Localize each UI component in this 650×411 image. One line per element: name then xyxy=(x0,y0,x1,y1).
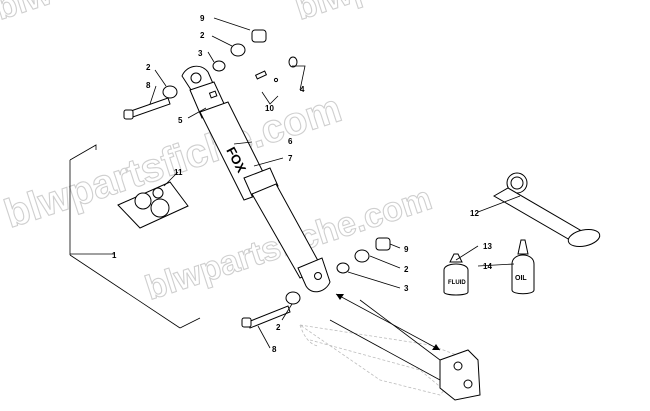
callout-8-top: 8 xyxy=(146,81,151,90)
valve-core xyxy=(254,70,268,80)
spacer-2-top xyxy=(230,43,246,57)
watermark-line-4: blw xyxy=(0,0,57,28)
shock-bottom-eyelet xyxy=(297,257,331,293)
kit-bracket xyxy=(69,144,201,329)
callout-10: 10 xyxy=(265,104,274,113)
svg-text:1: 1 xyxy=(112,251,117,260)
svg-text:9: 9 xyxy=(200,14,205,23)
bolt-8-top xyxy=(127,97,171,119)
svg-text:5: 5 xyxy=(178,116,183,125)
watermark-line-2: blwpartsfiche.com xyxy=(0,86,347,236)
svg-text:6: 6 xyxy=(288,137,293,146)
callout-4: 4 xyxy=(300,85,305,94)
svg-text:9: 9 xyxy=(404,245,409,254)
callout-7: 7 xyxy=(288,154,293,163)
svg-text:3: 3 xyxy=(198,49,203,58)
mount-arrow xyxy=(335,293,441,351)
top-hardware xyxy=(123,29,298,120)
callout-2-bottom-right: 2 xyxy=(404,265,409,274)
svg-text:8: 8 xyxy=(146,81,151,90)
svg-text:10: 10 xyxy=(265,104,274,113)
svg-text:13: 13 xyxy=(483,242,492,251)
svg-text:7: 7 xyxy=(288,154,293,163)
svg-text:2: 2 xyxy=(200,31,205,40)
callout-3-top: 3 xyxy=(198,49,203,58)
fluid-bottle: FLUID xyxy=(443,253,469,296)
bolt-8-top-head xyxy=(123,109,134,120)
callout-11: 11 xyxy=(174,168,183,177)
callout-3-bottom: 3 xyxy=(404,284,409,293)
svg-text:11: 11 xyxy=(174,168,183,177)
seal-kit xyxy=(117,181,189,229)
sleeve-3-top xyxy=(212,60,226,72)
bushing-9-bottom xyxy=(375,237,391,251)
callout-12: 12 xyxy=(470,209,479,218)
svg-text:12: 12 xyxy=(470,209,479,218)
svg-text:14: 14 xyxy=(483,262,492,271)
sleeve-3-bottom xyxy=(336,262,350,274)
svg-text:8: 8 xyxy=(272,345,277,354)
watermark-line-1: blwpartsfiche.com xyxy=(291,0,587,28)
svg-text:3: 3 xyxy=(404,284,409,293)
bottom-hardware xyxy=(241,237,391,329)
oil-label: OIL xyxy=(515,275,527,282)
callouts: 9 2 3 2 8 4 10 5 6 7 11 1 12 13 14 9 2 3… xyxy=(112,14,492,354)
shock-absorber: FOX xyxy=(181,65,331,293)
callout-13: 13 xyxy=(483,242,492,251)
spacer-2-left xyxy=(162,85,178,99)
callout-6: 6 xyxy=(288,137,293,146)
svg-text:2: 2 xyxy=(146,63,151,72)
gauge-handle xyxy=(492,187,581,241)
bushing-9-top xyxy=(251,29,267,43)
bolt-8-bottom-head xyxy=(241,317,252,328)
spacer-2-bottom-left xyxy=(285,291,301,305)
callout-1: 1 xyxy=(112,251,117,260)
gauge-tool xyxy=(492,172,601,248)
callout-9-top: 9 xyxy=(200,14,205,23)
fluid-label: FLUID xyxy=(448,280,466,286)
valve-cap xyxy=(288,56,298,68)
svg-text:4: 4 xyxy=(300,85,305,94)
callout-5: 5 xyxy=(178,116,183,125)
callout-2-bottom-left: 2 xyxy=(276,323,281,332)
callout-2-top: 2 xyxy=(200,31,205,40)
svg-text:2: 2 xyxy=(276,323,281,332)
svg-text:2: 2 xyxy=(404,265,409,274)
gauge-pump-end xyxy=(567,228,601,248)
callout-2-left: 2 xyxy=(146,63,151,72)
callout-14: 14 xyxy=(483,262,492,271)
leader-lines xyxy=(70,17,521,349)
callout-8-bottom: 8 xyxy=(272,345,277,354)
oil-bottle: OIL xyxy=(511,239,535,295)
lower-arm xyxy=(329,299,481,401)
spacer-2-bottom-right xyxy=(354,249,370,263)
callout-9-bottom: 9 xyxy=(404,245,409,254)
